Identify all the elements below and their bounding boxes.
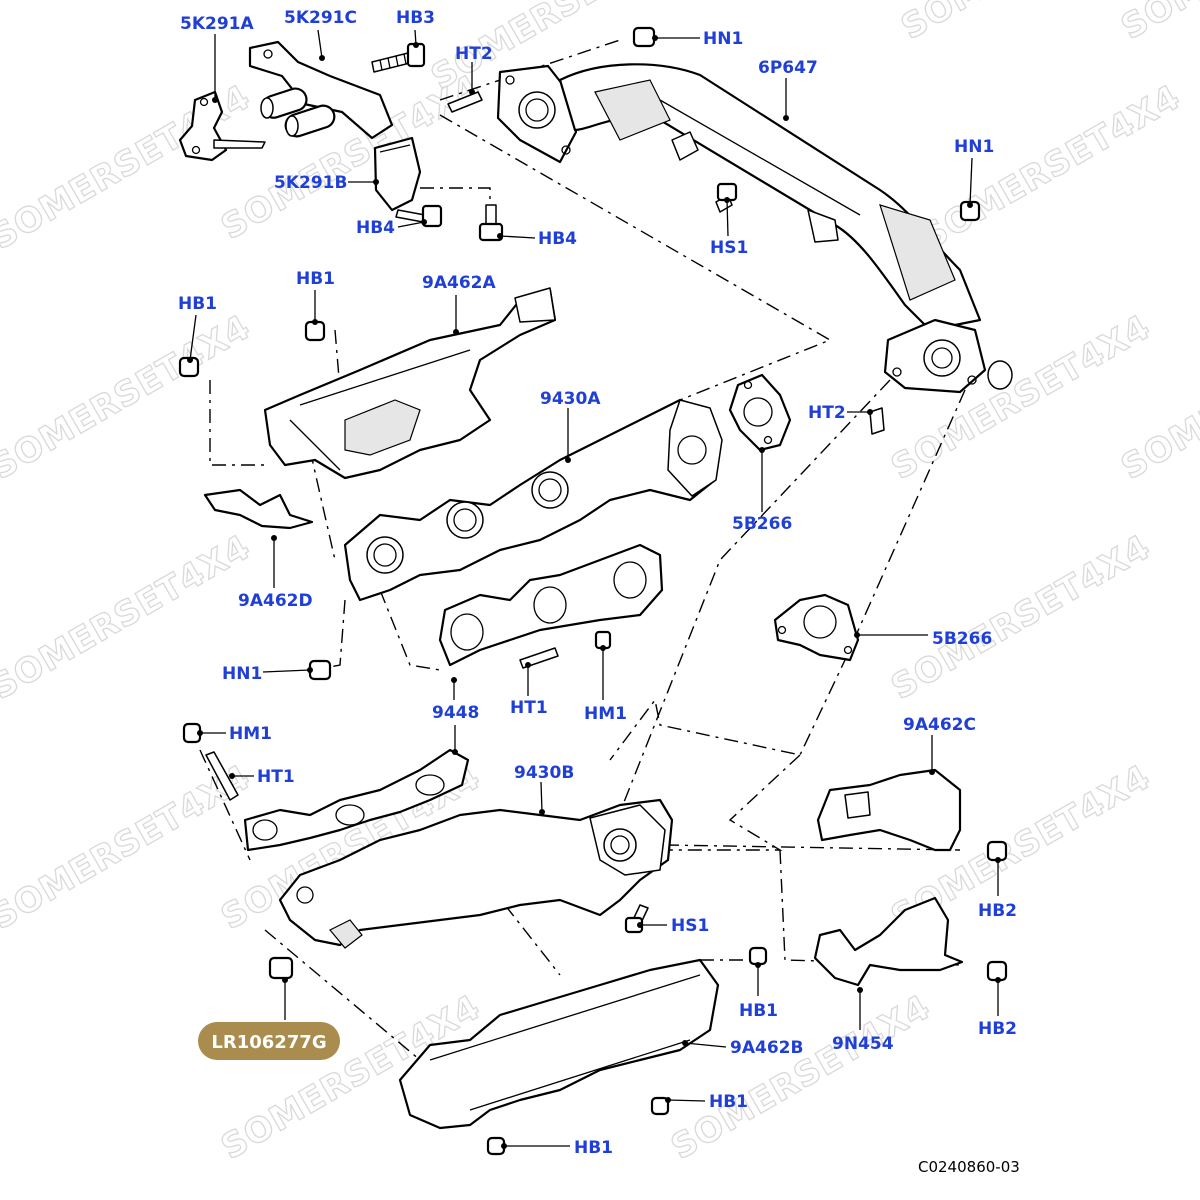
label-9448-a: 9448	[432, 703, 479, 723]
bolt-hs1-bottom	[624, 904, 649, 934]
figure-number: C0240860-03	[918, 1158, 1020, 1176]
label-hb2-b: HB2	[978, 1019, 1017, 1039]
watermark-text: SOMERSET4X4	[0, 307, 257, 488]
assembly-lines	[199, 39, 966, 1061]
label-5k291c: 5K291C	[284, 8, 357, 28]
label-9a462a: 9A462A	[422, 273, 496, 293]
label-hn1-left: HN1	[222, 664, 262, 684]
gasket-9448-upper	[438, 543, 664, 667]
bracket-5k291a	[178, 90, 266, 162]
bolt-hb1-bottom-a	[650, 1096, 670, 1116]
badge-background	[198, 1022, 340, 1060]
label-9430a: 9430A	[540, 389, 601, 409]
label-hs1-bottom: HS1	[671, 916, 709, 936]
label-hb1-a: HB1	[178, 294, 217, 314]
label-ht2-top: HT2	[455, 44, 493, 64]
bolt-hb3	[371, 42, 426, 73]
label-6p647: 6P647	[758, 58, 818, 78]
stud-ht2-mid	[869, 407, 885, 435]
label-ht1-b: HT1	[257, 767, 295, 787]
bracket-5k291c	[248, 40, 394, 140]
label-hm1-b: HM1	[229, 724, 272, 744]
nut-lr106277g	[268, 956, 294, 980]
bolt-hb4-left	[395, 204, 443, 228]
label-9a462c: 9A462C	[903, 715, 976, 735]
label-5b266-b: 5B266	[932, 629, 992, 649]
label-5b266-a: 5B266	[732, 514, 792, 534]
label-hb1-e: HB1	[574, 1138, 613, 1158]
label-hs1-top: HS1	[710, 238, 748, 258]
bracket-9n454	[813, 896, 964, 987]
label-9a462d: 9A462D	[238, 591, 313, 611]
label-hm1-a: HM1	[584, 704, 627, 724]
stud-ht1-left	[205, 751, 239, 801]
bolt-hb1-mid	[748, 946, 768, 966]
leader-lines	[187, 29, 1001, 1149]
pipe-6p647	[496, 63, 1013, 394]
bolt-hb4-right	[478, 204, 504, 242]
callout-labels: 5K291A 5K291C HB3 HT2 HN1 6P647 HN1 5K29…	[178, 8, 1017, 1158]
label-hb4-right: HB4	[538, 229, 577, 249]
watermark-text: SOMERSET4X4	[915, 77, 1188, 258]
heat-shield-9a462d	[203, 488, 314, 530]
bracket-5k291b	[373, 136, 422, 212]
label-9a462b: 9A462B	[730, 1038, 803, 1058]
watermark-text: SOMERSET4X4	[1115, 0, 1200, 48]
label-5k291b: 5K291B	[274, 173, 347, 193]
label-ht1-a: HT1	[510, 698, 548, 718]
manifold-9430a	[343, 398, 723, 602]
label-hb3: HB3	[396, 8, 435, 28]
stud-ht2-top	[447, 91, 483, 113]
badge-label: LR106277G	[211, 1032, 326, 1053]
part-number-badge[interactable]: LR106277G	[198, 1022, 340, 1060]
label-9n454: 9N454	[832, 1034, 894, 1054]
label-hn1-right: HN1	[954, 137, 994, 157]
nut-hn1-top	[632, 26, 656, 48]
gasket-5b266-lower	[773, 593, 860, 662]
watermark-text: SOMERSET4X4	[885, 527, 1158, 708]
label-hn1-top: HN1	[703, 29, 743, 49]
heat-shield-9a462c	[816, 768, 962, 852]
watermark-text: SOMERSET4X4	[0, 527, 257, 708]
label-hb1-c: HB1	[739, 1001, 778, 1021]
label-ht2-mid: HT2	[808, 403, 846, 423]
gasket-5b266-upper	[728, 373, 792, 452]
heat-shield-9a462a	[263, 287, 557, 480]
label-hb2-a: HB2	[978, 901, 1017, 921]
label-5k291a: 5K291A	[180, 14, 254, 34]
manifold-9430b	[278, 798, 674, 949]
heat-shield-9a462b	[398, 958, 720, 1130]
label-hb1-b: HB1	[296, 269, 335, 289]
label-hb4-left: HB4	[356, 218, 395, 238]
label-hb1-d: HB1	[709, 1092, 748, 1112]
label-9430b: 9430B	[514, 763, 574, 783]
gasket-9448-lower	[243, 748, 470, 852]
